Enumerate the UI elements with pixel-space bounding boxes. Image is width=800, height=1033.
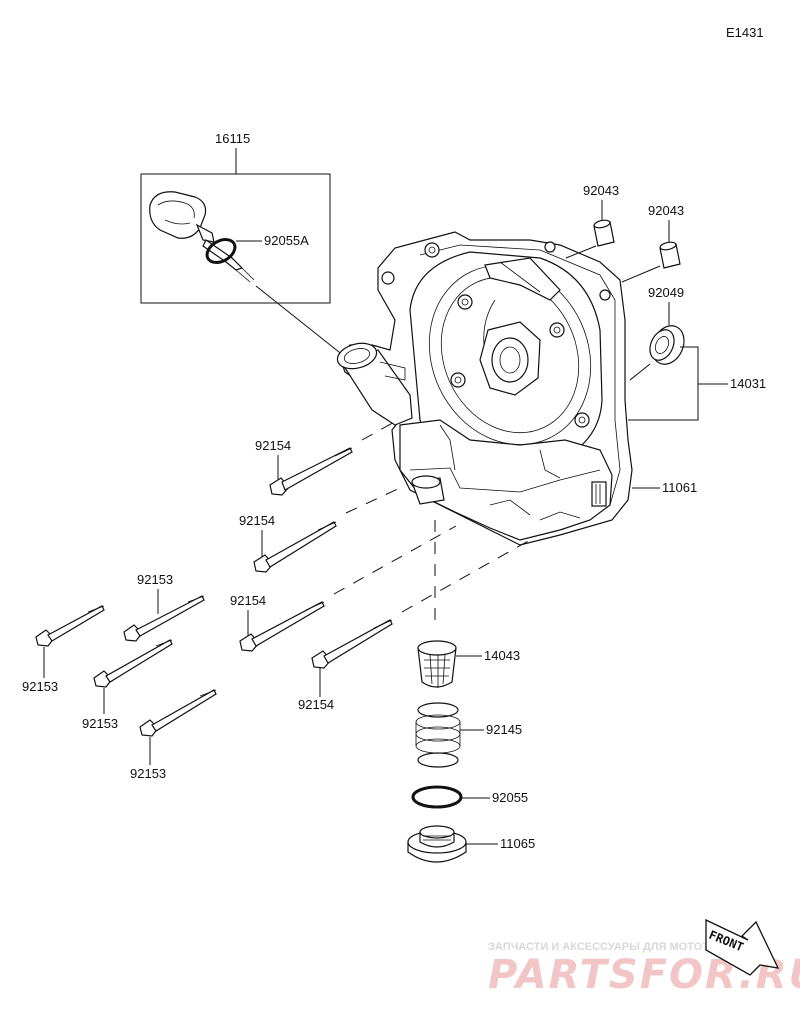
bolt-92153-c[interactable]: 92153 [82, 639, 173, 731]
label-14031[interactable]: 14031 [730, 376, 766, 391]
label-92154-c[interactable]: 92154 [230, 593, 266, 608]
label-14043[interactable]: 14043 [484, 648, 520, 663]
label-92154-d[interactable]: 92154 [298, 697, 334, 712]
dowel-pin-92043-a[interactable]: 92043 [565, 183, 619, 259]
label-92153-d[interactable]: 92153 [130, 766, 166, 781]
label-92153-a[interactable]: 92153 [22, 679, 58, 694]
bolt-92154-d[interactable]: 92154 [298, 539, 531, 712]
oil-filler-cap-group: 16115 92055A [140, 131, 345, 357]
o-ring-92055A[interactable] [203, 235, 239, 267]
front-arrow-icon: FRONT [705, 918, 780, 976]
bolt-92153-b[interactable]: 92153 [123, 572, 205, 642]
label-16115[interactable]: 16115 [215, 131, 250, 146]
bolt-92154-c[interactable]: 92154 [230, 525, 457, 652]
drain-plug-11065[interactable]: 11065 [407, 825, 535, 863]
label-92049[interactable]: 92049 [648, 285, 684, 300]
label-92153-c[interactable]: 92153 [82, 716, 118, 731]
oil-seal-92049[interactable]: 92049 [629, 285, 690, 381]
label-92154-a[interactable]: 92154 [255, 438, 291, 453]
label-11065[interactable]: 11065 [500, 836, 535, 851]
label-92154-b[interactable]: 92154 [239, 513, 275, 528]
oil-strainer-14043[interactable]: 14043 [417, 640, 520, 688]
oil-filler-cap[interactable] [149, 191, 255, 283]
label-11061[interactable]: 11061 [662, 480, 697, 495]
label-92055[interactable]: 92055 [492, 790, 528, 805]
bolt-92153-a[interactable]: 92153 [22, 605, 105, 694]
label-92145[interactable]: 92145 [486, 722, 522, 737]
label-92043-a[interactable]: 92043 [583, 183, 619, 198]
label-92055A[interactable]: 92055A [264, 233, 309, 248]
spring-92145[interactable]: 92145 [415, 702, 522, 768]
crankcase-cover-11061[interactable] [335, 231, 633, 546]
diagram-code: E1431 [726, 25, 764, 40]
bolt-92154-a[interactable]: 92154 [255, 419, 399, 496]
dowel-pin-92043-b[interactable]: 92043 [621, 203, 684, 283]
label-92153-b[interactable]: 92153 [137, 572, 173, 587]
cap-group-box [140, 173, 331, 304]
o-ring-92055[interactable]: 92055 [411, 785, 528, 809]
label-92043-b[interactable]: 92043 [648, 203, 684, 218]
bolt-92153-d[interactable]: 92153 [130, 689, 217, 781]
bolt-92154-b[interactable]: 92154 [239, 487, 401, 573]
watermark-tagline: ЗАПЧАСТИ И АКСЕССУАРЫ ДЛЯ МОТОТЕХНИКИ [488, 941, 754, 953]
